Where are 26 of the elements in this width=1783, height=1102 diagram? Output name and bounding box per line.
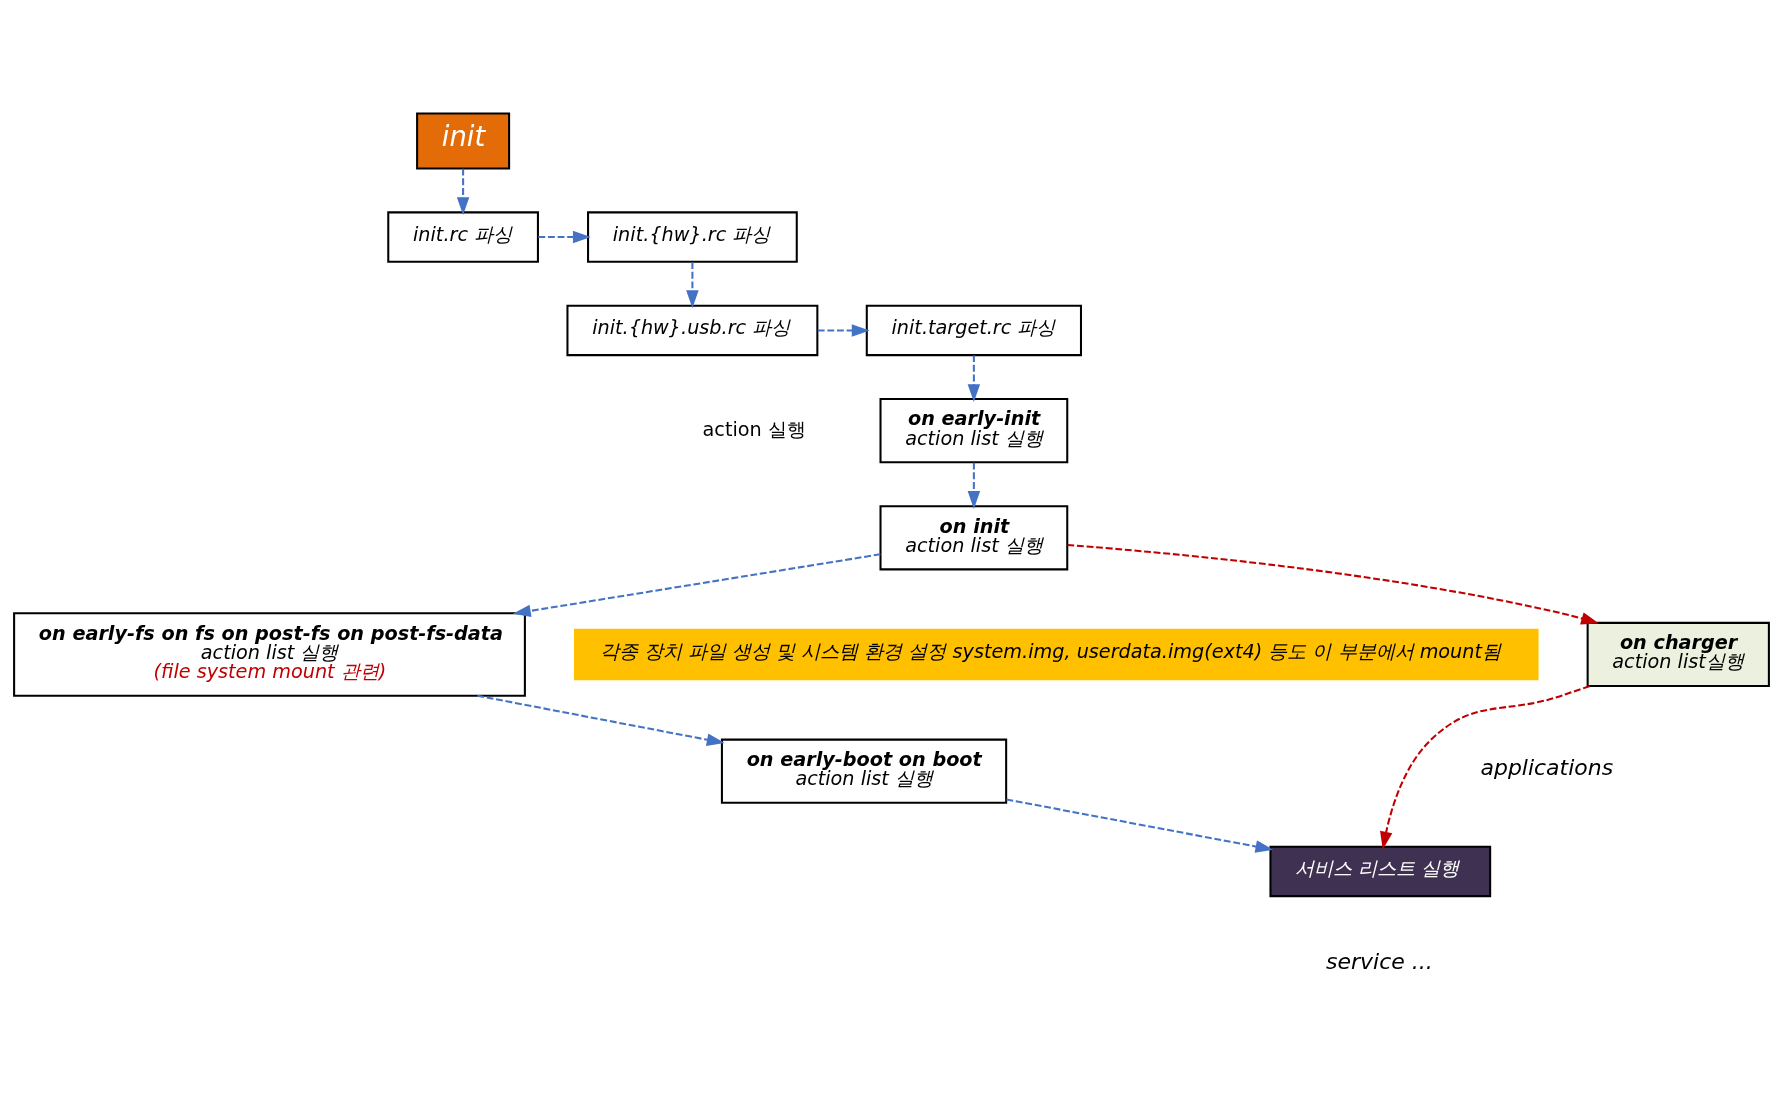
arrow	[967, 462, 981, 509]
arrow	[967, 354, 981, 402]
arrow	[1380, 684, 1591, 850]
arrow	[1006, 797, 1274, 853]
node-box: 각종 장치 파일 생성 및 시스템 환경 설정 system.img, userdata.img(ext4) 등도 이 부분에서 mount됨	[574, 628, 1539, 680]
node-box: on early-boot on boot action list 실행	[720, 738, 1008, 804]
node-box: on early-fs on fs on post-fs on post-fs-data action list 실행 (file system mount 관련)	[13, 611, 526, 697]
label: action 실행	[702, 417, 806, 441]
node-box: init.{hw}.rc 파싱	[587, 210, 798, 263]
node-label: applications	[1480, 754, 1614, 780]
arrow	[1067, 543, 1599, 624]
arrow	[512, 552, 881, 617]
node-box: on init action list 실행	[879, 504, 1069, 570]
node-box: init.{hw}.usb.rc 파싱	[566, 304, 819, 356]
node-box: on charger action list실행	[1586, 621, 1770, 687]
node-box: on early-init action list 실행	[879, 397, 1069, 463]
node-box: init.rc 파싱	[387, 210, 539, 263]
node-box: 서비스 리스트 실행	[1269, 845, 1492, 897]
arrow	[456, 168, 470, 215]
arrow	[538, 230, 591, 243]
node-box: init	[416, 111, 511, 169]
arrow	[686, 261, 699, 308]
arrow	[817, 323, 870, 337]
arrow	[477, 694, 725, 746]
node-box: init.target.rc 파싱	[865, 304, 1082, 356]
node-label: service ...	[1326, 948, 1433, 974]
